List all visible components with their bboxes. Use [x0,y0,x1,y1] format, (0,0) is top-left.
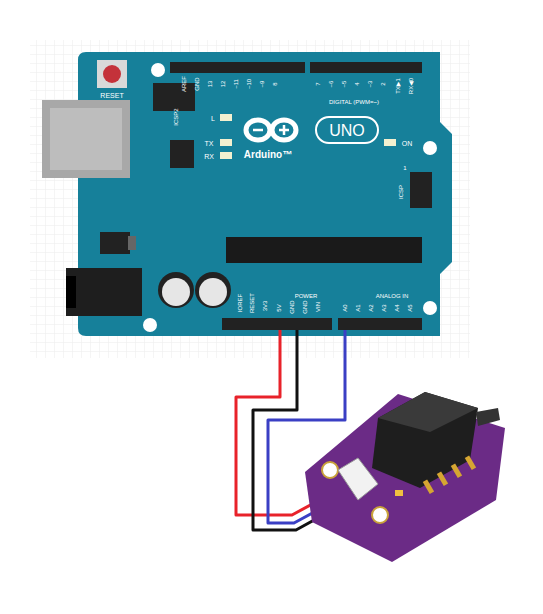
power-jack [66,268,142,316]
pin-label: 5V [276,304,282,311]
led-label: RX [204,153,214,160]
header-label: ICSP2 [173,108,179,125]
brand-label: Arduino™ [244,150,292,160]
pin-label: 12 [220,81,226,88]
pin-label: 2 [380,82,386,85]
icsp2-header [153,83,195,111]
pin-label: A2 [368,304,374,311]
header-title: POWER [295,293,318,299]
mount-hole [423,141,437,155]
digital-header [170,62,305,73]
pin-label: IOREF [237,294,243,312]
pin-label: VIN [315,302,321,312]
mount-hole [423,301,437,315]
pin-label: A4 [394,304,400,311]
pin-label: ~5 [341,81,347,88]
led-label: ON [402,140,413,147]
mount-hole [151,63,165,77]
mount-hole [143,318,157,332]
reset-button-cap [103,65,121,83]
pin-label: ~6 [328,81,334,88]
power-jack [66,276,76,308]
pin-label: A0 [342,304,348,311]
regulator [100,232,130,254]
sensor-hole [322,462,338,478]
power-header [222,318,332,330]
sensor-connector [338,458,378,500]
header-label: ICSP [398,185,404,199]
led-label: L [211,115,215,122]
digital-header [310,62,422,73]
pin-label: 3V3 [262,301,268,312]
pin-one-mark: 1 [403,165,406,171]
uno-oval [316,117,378,143]
pin-label: GND [194,77,200,90]
pin-label: GND [289,300,295,313]
capacitor [199,278,227,306]
model-label: UNO [329,123,365,139]
pin-label: RESET [249,293,255,313]
analog-header [338,318,422,330]
pin-label: ~3 [367,81,373,88]
pin-label: 4 [354,82,360,85]
capacitor [195,272,231,308]
led [384,139,396,146]
regulator [128,236,136,250]
arduino-logo [253,125,289,135]
header-title: ANALOG IN [376,293,409,299]
led [220,114,232,121]
pin-label: A5 [407,304,413,311]
usb-connector [50,108,122,170]
pin-label: ~10 [246,79,252,89]
sensor-led [395,490,403,496]
pin-label: TX▶1 [395,78,401,94]
pin-label: 7 [315,82,321,85]
sensor-pins [423,455,476,494]
pin-label: GND [302,300,308,313]
button-label: RESET [100,92,123,99]
sensor-nozzle [476,408,500,426]
icsp-header [410,172,432,208]
led-label: TX [205,140,214,147]
pin-label: RX◀0 [408,78,414,94]
capacitor [162,278,190,306]
led [220,139,232,146]
usb-chip [170,140,194,168]
atmega-chip [226,237,422,263]
led [220,152,232,159]
pin-label: A3 [381,304,387,311]
reset-button [97,60,127,88]
pin-label: 13 [207,81,213,88]
pin-label: ~9 [259,81,265,88]
pressure-sensor [378,392,478,432]
usb-connector [42,100,130,178]
pressure-sensor [372,392,478,488]
grid-background [30,40,470,358]
header-title: DIGITAL (PWM=~) [329,99,379,105]
pin-label: A1 [355,304,361,311]
pin-label: 8 [272,82,278,85]
pin-label: ~11 [233,79,239,89]
arduino-logo [246,120,296,140]
sensor-hole [372,507,388,523]
capacitor [158,272,194,308]
pin-label: AREF [181,76,187,92]
